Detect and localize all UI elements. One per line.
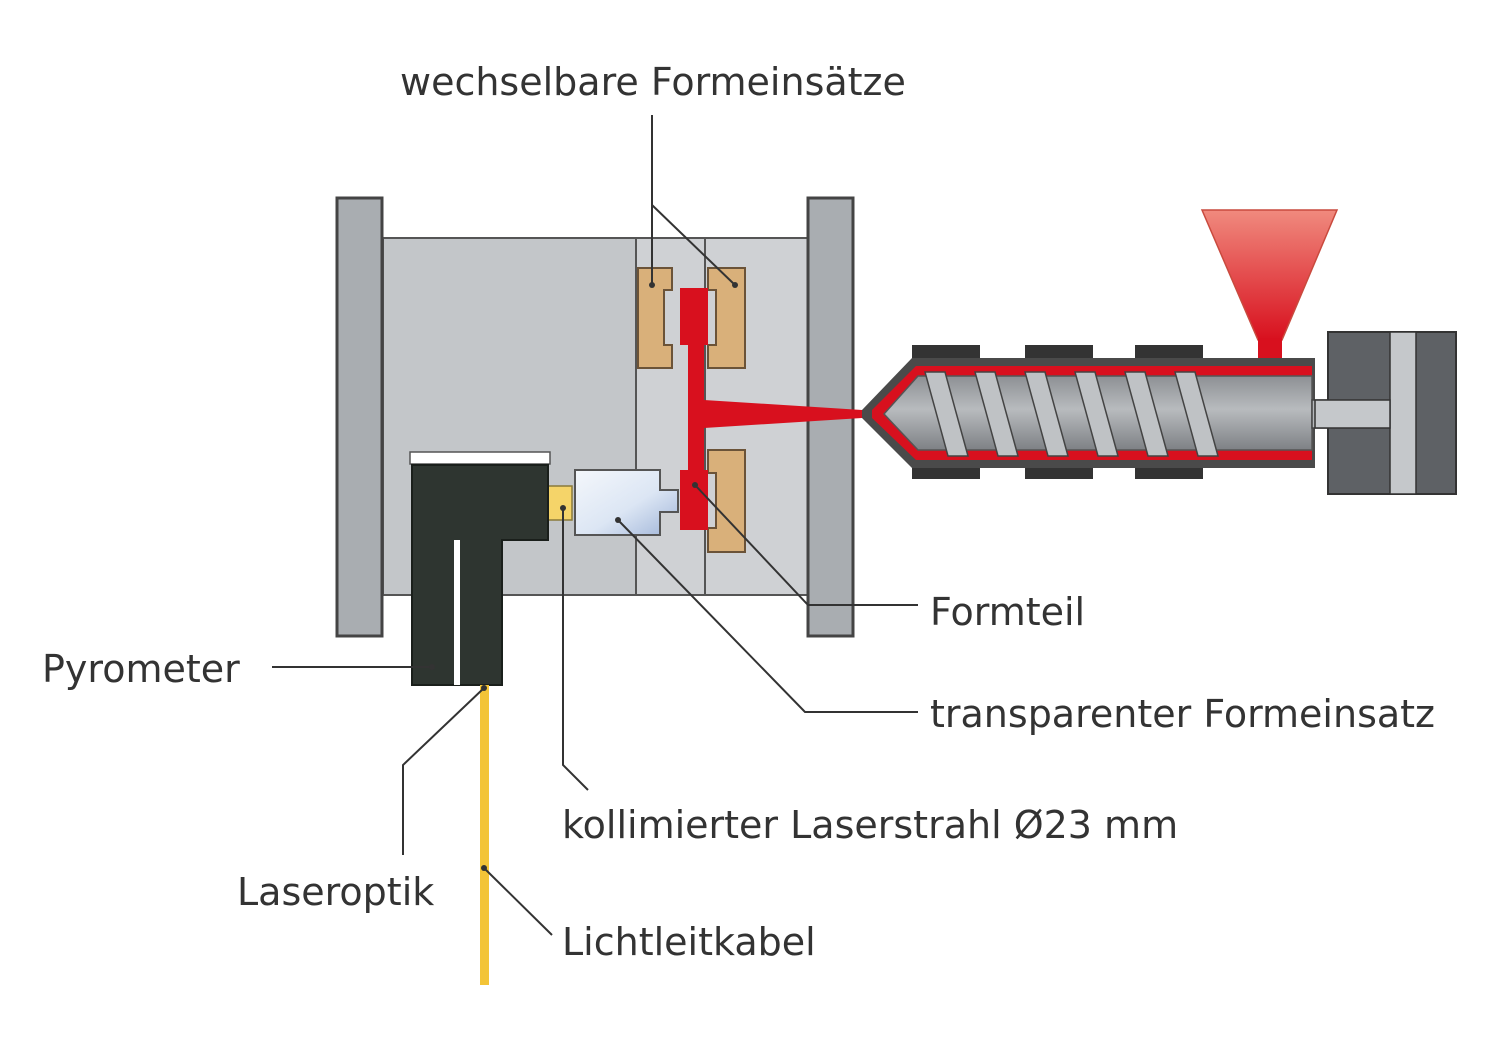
runner-vertical [688,345,704,470]
label-laser-optics: Laseroptik [237,870,434,914]
leader-laser-optics [402,687,485,855]
label-transparent-insert: transparenter Formeinsatz [930,692,1435,736]
label-molded-part: Formteil [930,590,1085,634]
heater-band-1-top [912,345,980,361]
label-laser-beam: kollimierter Laserstrahl Ø23 mm [562,803,1178,847]
molded-part-top [680,288,708,345]
leader-laser-beam [562,508,589,791]
hopper [1200,209,1339,341]
pyrometer-cap [409,451,551,465]
leader-lines [272,115,918,936]
heater-band-3-top [1135,345,1203,361]
screw-flights [924,371,1219,457]
molded-part-bottom [680,470,708,530]
leader-dots [429,282,738,871]
leader-molded-part [694,484,918,606]
leader-exchangeable-inserts-2 [651,204,736,286]
sprue [704,400,862,428]
laser-beam-window [547,485,573,521]
left-clamp-plate [335,196,384,638]
label-pyrometer: Pyrometer [42,647,240,691]
insert-top-left [637,267,673,369]
leader-fiber-cable [483,867,553,936]
heater-band-2-top [1025,345,1093,361]
drive-shaft-coupling [1314,399,1391,429]
drive-band [1389,331,1417,495]
transparent-insert [574,469,679,536]
pyrometer-body [411,464,549,686]
label-exchangeable-inserts: wechselbare Formeinsätze [400,60,906,104]
fiber-cable [480,685,489,985]
leader-transparent-insert [617,519,918,713]
label-fiber-cable: Lichtleitkabel [562,920,816,964]
